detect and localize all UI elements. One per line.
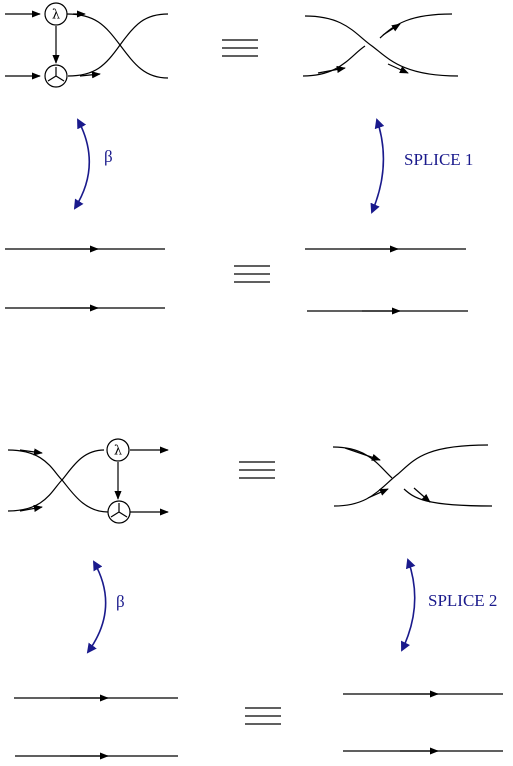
beta-label-1: β [104, 147, 113, 166]
splice-2-relation: SPLICE 2 [401, 558, 497, 652]
lambda-node [44, 2, 68, 26]
equivalence-sign-4 [245, 707, 281, 725]
splice-2-label: SPLICE 2 [428, 591, 497, 610]
top-right-crossing [302, 13, 459, 77]
splice-1-label: SPLICE 1 [404, 150, 473, 169]
parallel-strands-2-right [343, 690, 503, 755]
parallel-strands-1-left [5, 245, 165, 312]
parallel-strands-2-left [14, 694, 178, 760]
bottom-left-braid: λ [7, 438, 169, 524]
top-left-braid: λ [5, 2, 169, 88]
beta-label-2: β [116, 592, 125, 611]
trivalent-vertex [44, 64, 68, 88]
parallel-strands-1-right [305, 245, 468, 315]
lambda-node [106, 438, 130, 462]
beta-relation-1: β [73, 118, 113, 210]
trivalent-vertex [107, 500, 131, 524]
equivalence-sign-1 [222, 39, 258, 57]
equivalence-sign-3 [239, 461, 275, 479]
beta-relation-2: β [86, 560, 125, 654]
lambda-label: λ [52, 8, 60, 23]
bottom-right-crossing [332, 444, 493, 507]
splice-1-relation: SPLICE 1 [370, 118, 473, 214]
equivalence-sign-2 [234, 265, 270, 283]
lambda-label: λ [114, 444, 122, 459]
